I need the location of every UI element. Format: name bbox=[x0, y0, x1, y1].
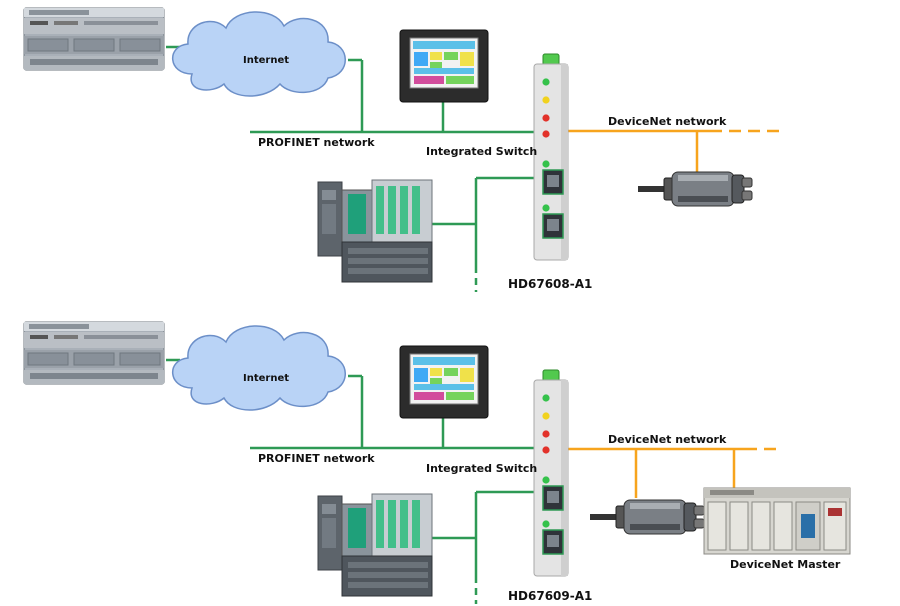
devicenet-master-plc bbox=[703, 487, 851, 555]
diagram-1: Internet PROFINET network Integrated Swi… bbox=[23, 7, 780, 292]
integrated-switch-label-2: Integrated Switch bbox=[426, 462, 537, 475]
devicenet-lines-1 bbox=[568, 129, 780, 172]
profinet-network-label-2: PROFINET network bbox=[258, 452, 375, 465]
gateway-device-1 bbox=[533, 53, 569, 261]
devicenet-master-label: DeviceNet Master bbox=[730, 558, 841, 571]
devicenet-lines-2 bbox=[568, 447, 778, 498]
hmi-panel-1 bbox=[399, 29, 489, 103]
internet-label-2: Internet bbox=[243, 373, 289, 384]
gateway-device-2 bbox=[533, 369, 569, 577]
gateway-model-label-1: HD67608-A1 bbox=[508, 277, 592, 291]
profinet-lines-1 bbox=[166, 45, 534, 292]
hmi-panel-2 bbox=[399, 345, 489, 419]
plc-cpu-2 bbox=[23, 321, 165, 385]
distributed-io-2 bbox=[317, 493, 433, 597]
encoder-2 bbox=[589, 499, 705, 535]
integrated-switch-label-1: Integrated Switch bbox=[426, 145, 537, 158]
distributed-io-1 bbox=[317, 179, 433, 283]
internet-label-1: Internet bbox=[243, 55, 289, 66]
encoder-1 bbox=[637, 171, 753, 207]
devicenet-network-label-1: DeviceNet network bbox=[608, 115, 727, 128]
profinet-lines-2 bbox=[166, 358, 534, 604]
diagram-2: Internet PROFINET network Integrated Swi… bbox=[23, 321, 851, 604]
internet-cloud-2 bbox=[171, 325, 347, 411]
devicenet-network-label-2: DeviceNet network bbox=[608, 433, 727, 446]
profinet-network-label-1: PROFINET network bbox=[258, 136, 375, 149]
gateway-model-label-2: HD67609-A1 bbox=[508, 589, 592, 603]
plc-cpu-1 bbox=[23, 7, 165, 71]
internet-cloud-1 bbox=[171, 11, 347, 97]
